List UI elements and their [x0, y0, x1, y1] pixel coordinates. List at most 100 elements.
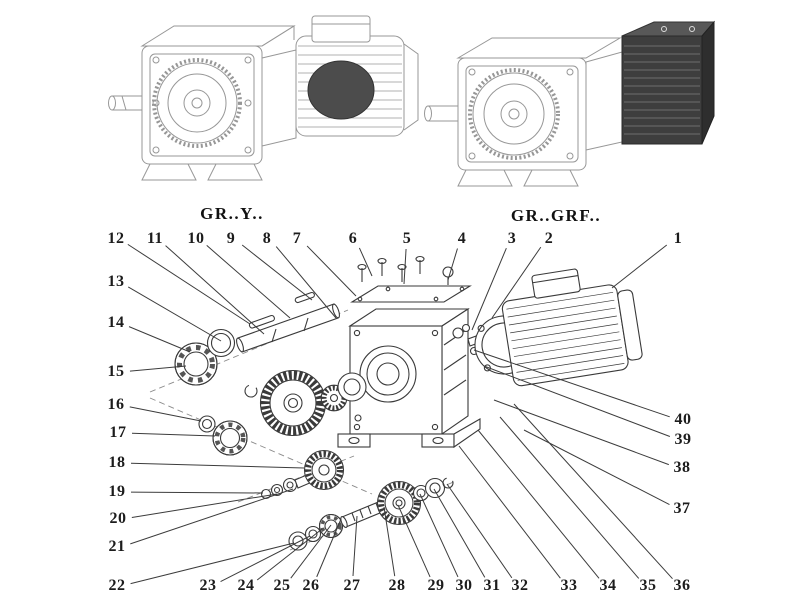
- bearing-flange: [337, 372, 367, 402]
- helical-gear-large: [259, 369, 327, 437]
- callout-22: 22: [108, 577, 126, 594]
- callout-3: 3: [507, 230, 517, 247]
- callout-23: 23: [199, 577, 217, 594]
- leader-line-10: [206, 245, 291, 319]
- callout-39: 39: [674, 431, 692, 448]
- callout-4: 4: [457, 230, 467, 247]
- callout-7: 7: [292, 230, 302, 247]
- leader-line-15: [129, 365, 187, 372]
- leader-line-23: [220, 535, 311, 583]
- leader-line-8: [275, 246, 337, 319]
- circlip-small: [442, 477, 454, 489]
- leader-line-22: [130, 542, 295, 585]
- leader-line-3: [471, 247, 507, 331]
- oil-seal: [206, 328, 236, 358]
- callout-33: 33: [560, 577, 578, 594]
- leader-line-21: [130, 488, 294, 545]
- leader-line-37: [523, 429, 670, 505]
- motor-stator-shading: [307, 60, 375, 120]
- motor-fan-cover: [617, 289, 643, 361]
- exploded-view: [149, 255, 643, 551]
- housing-bolts: [357, 255, 454, 285]
- leader-line-35: [499, 416, 640, 579]
- callout-40: 40: [674, 411, 692, 428]
- callout-27: 27: [343, 577, 361, 594]
- callout-28: 28: [388, 577, 406, 594]
- leader-line-18: [130, 462, 305, 469]
- leader-line-6: [358, 247, 373, 277]
- callout-18: 18: [108, 454, 126, 471]
- leader-line-36: [513, 403, 673, 579]
- leader-line-31: [433, 488, 486, 578]
- callout-10: 10: [187, 230, 205, 247]
- ball-bearing-small: [212, 420, 248, 456]
- machine-drawing-gr-grf: [424, 20, 716, 187]
- leader-line-32: [446, 483, 513, 579]
- callout-14: 14: [107, 314, 125, 331]
- callout-30: 30: [455, 577, 473, 594]
- leader-line-9: [241, 244, 313, 301]
- leader-line-33: [458, 445, 561, 579]
- callout-5: 5: [402, 230, 412, 247]
- model-label-gr-y: GR..Y..: [200, 204, 264, 223]
- motor-terminal-box: [531, 268, 581, 299]
- shaft-key-2: [294, 291, 315, 304]
- callout-19: 19: [108, 483, 126, 500]
- leader-line-27: [352, 515, 358, 577]
- leader-line-14: [128, 326, 191, 353]
- callout-13: 13: [107, 273, 125, 290]
- intermediate-gear: [303, 449, 345, 491]
- leader-line-16: [129, 406, 202, 422]
- motor: [474, 268, 643, 387]
- leader-line-12: [127, 243, 251, 325]
- callout-32: 32: [511, 577, 529, 594]
- callout-34: 34: [599, 577, 617, 594]
- leader-line-24: [256, 528, 323, 581]
- callout-25: 25: [273, 577, 291, 594]
- intermediate-gear-assembly: [260, 449, 345, 500]
- leader-line-29: [397, 504, 431, 578]
- leader-line-38: [493, 399, 670, 466]
- circlip: [244, 384, 258, 398]
- housing-foot-left: [337, 433, 371, 448]
- leader-line-30: [419, 493, 459, 578]
- leader-line-7: [306, 245, 357, 297]
- input-pinion-assembly: [288, 477, 454, 551]
- leader-line-19: [130, 491, 264, 494]
- callout-26: 26: [302, 577, 320, 594]
- leader-line-20: [131, 493, 278, 518]
- leader-line-34: [477, 429, 600, 579]
- housing-gasket: [350, 285, 472, 303]
- callout-38: 38: [673, 459, 691, 476]
- callout-36: 36: [673, 577, 691, 594]
- leader-line-17: [131, 432, 216, 437]
- leader-line-5: [403, 248, 407, 285]
- callout-11: 11: [146, 230, 164, 247]
- shaft-key-1: [248, 314, 275, 329]
- ball-bearing-bottom: [318, 513, 344, 539]
- model-label-gr-grf: GR..GRF..: [510, 206, 602, 225]
- ball-bearing-large: [174, 342, 218, 386]
- callout-37: 37: [673, 500, 691, 517]
- callout-1: 1: [673, 230, 683, 247]
- output-shaft-assembly: [174, 291, 348, 456]
- callout-12: 12: [107, 230, 125, 247]
- callout-20: 20: [109, 510, 127, 527]
- leader-line-40: [473, 349, 670, 418]
- leader-line-13: [127, 286, 222, 342]
- leader-line-26: [316, 518, 342, 578]
- leader-line-2: [491, 246, 542, 319]
- callout-8: 8: [262, 230, 272, 247]
- machine-drawing-gr-y: [108, 15, 419, 181]
- gearbox-housing: [337, 307, 481, 449]
- callout-16: 16: [107, 396, 125, 413]
- callout-24: 24: [237, 577, 255, 594]
- callout-29: 29: [427, 577, 445, 594]
- terminal-box: [311, 15, 371, 43]
- spur-gear-bottom: [376, 480, 422, 526]
- callout-31: 31: [483, 577, 501, 594]
- callout-35: 35: [639, 577, 657, 594]
